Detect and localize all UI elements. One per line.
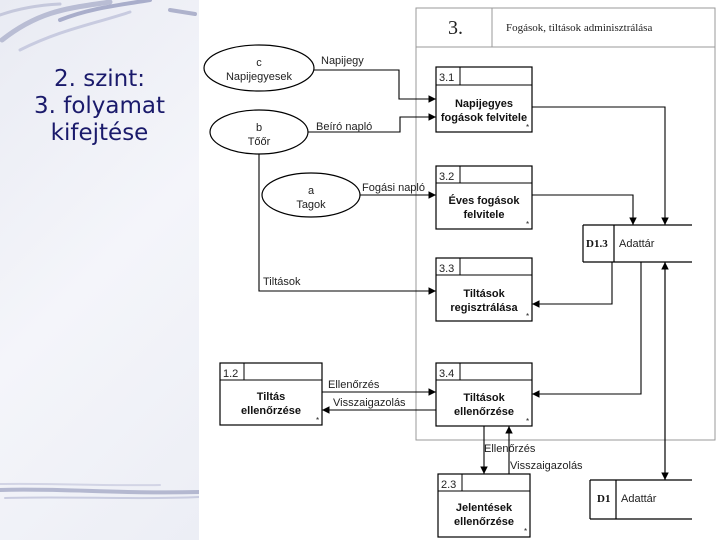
process-3-3-mark: * (526, 312, 529, 321)
entity-tagok-name: Tagok (296, 199, 326, 211)
process-3-3-line-2: regisztrálása (450, 302, 518, 314)
process-3-1-mark: * (526, 123, 529, 132)
process-3-4-mark: * (526, 417, 529, 426)
entity-tagok: a Tagok (261, 172, 361, 218)
process-3-frame: 3. Fogások, tiltások adminisztrálása (415, 7, 716, 441)
process-3-4-line-2: ellenőrzése (454, 406, 514, 418)
data-store-d1-name: Adattár (621, 493, 657, 505)
process-3-2-id: 3.2 (439, 171, 454, 183)
slide-title-line-3: kifejtése (50, 120, 149, 146)
process-3-1: 3.1 Napijegyes fogások felvitele * (435, 66, 533, 133)
entity-toor-id: b (256, 122, 262, 134)
data-store-d1: D1 Adattár (589, 479, 692, 520)
process-3-4: 3.4 Tiltások ellenőrzése * (435, 362, 533, 427)
flow-label-ellenorzes-left: Ellenőrzés (328, 379, 380, 391)
entity-toor-name: Tőőr (248, 136, 271, 148)
process-1-2-line-2: ellenőrzése (241, 405, 301, 417)
process-3-2-mark: * (526, 220, 529, 229)
process-3-4-line-1: Tiltások (463, 392, 505, 404)
process-1-2: 1.2 Tiltás ellenőrzése * (219, 362, 323, 426)
decorative-brush-strokes (0, 0, 199, 500)
process-3-1-id: 3.1 (439, 72, 454, 84)
flow-3-2-to-store (532, 194, 637, 225)
process-2-3-mark: * (524, 527, 527, 536)
entity-tagok-id: a (308, 185, 315, 197)
process-2-3-id: 2.3 (441, 479, 456, 491)
slide-title-line-1: 2. szint: (53, 66, 146, 92)
process-3-2: 3.2 Éves fogások felvitele * (435, 165, 533, 230)
process-2-3-line-1: Jelentések (456, 502, 513, 514)
process-1-2-line-1: Tiltás (257, 391, 286, 403)
process-3-2-line-1: Éves fogások (449, 194, 521, 207)
flow-label-visszaigazolas-down: Visszaigazolás (510, 460, 583, 472)
process-3-2-line-2: felvitele (464, 209, 505, 221)
flow-label-tiltasok: Tiltások (263, 276, 301, 288)
flow-store-to-3-4 (532, 262, 642, 398)
frame-title: Fogások, tiltások adminisztrálása (506, 22, 652, 34)
data-store-d1-3-id: D1.3 (586, 238, 608, 250)
flow-beiro-naplo (308, 113, 436, 133)
flow-3-3-from-store (532, 262, 613, 308)
process-3-4-id: 3.4 (439, 368, 454, 380)
process-3-1-line-1: Napijegyes (455, 98, 513, 110)
data-store-d1-3: D1.3 Adattár (582, 224, 692, 263)
data-store-d1-3-name: Adattár (619, 238, 655, 250)
frame-number: 3. (448, 17, 463, 39)
flow-label-beiro-naplo: Beíró napló (316, 121, 372, 133)
entity-napijegyesek-name: Napijegyesek (226, 71, 293, 83)
slide-side-panel: 2. szint: 3. folyamat kifejtése (0, 0, 199, 540)
slide-title-line-2: 3. folyamat (33, 93, 166, 119)
process-2-3-line-2: ellenőrzése (454, 516, 514, 528)
flow-label-fogasi-naplo: Fogási napló (362, 182, 425, 194)
entity-napijegyesek-id: c (256, 57, 262, 69)
flow-tiltasok (258, 154, 436, 295)
process-3-3-line-1: Tiltások (463, 288, 505, 300)
entity-napijegyesek: c Napijegyesek (203, 44, 315, 92)
entity-toor: b Tőőr (209, 109, 309, 155)
data-store-d1-id: D1 (597, 493, 610, 505)
process-3-1-line-2: fogások felvitele (441, 112, 527, 124)
process-3-3: 3.3 Tiltások regisztrálása * (435, 257, 533, 322)
process-1-2-mark: * (316, 416, 319, 425)
flow-label-napijegy: Napijegy (321, 55, 364, 67)
flow-napijegy (314, 69, 436, 103)
process-3-3-id: 3.3 (439, 263, 454, 275)
flow-label-ellenorzes-down: Ellenőrzés (484, 443, 536, 455)
flow-3-1-to-store (532, 106, 669, 225)
slide-title: 2. szint: 3. folyamat kifejtése (0, 66, 199, 147)
process-1-2-id: 1.2 (223, 368, 238, 380)
process-2-3: 2.3 Jelentések ellenőrzése * (437, 473, 531, 538)
flow-label-visszaigazolas-left: Visszaigazolás (333, 397, 406, 409)
